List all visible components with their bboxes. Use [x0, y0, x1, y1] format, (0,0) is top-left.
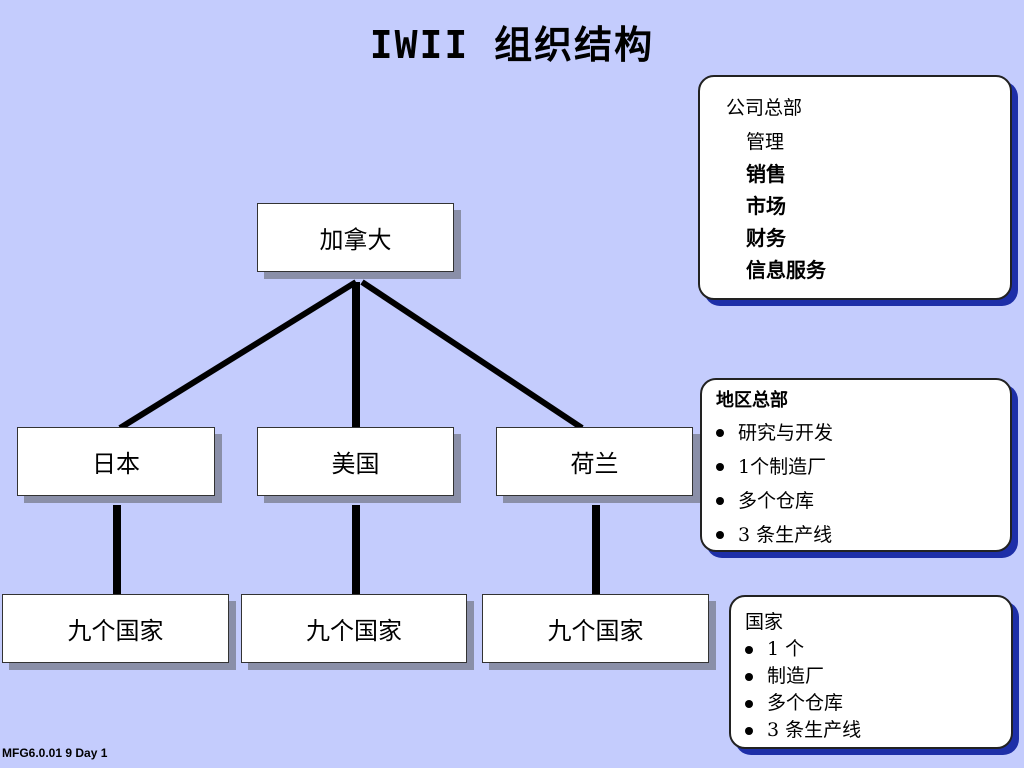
slide-title: IWII 组织结构 — [369, 23, 655, 67]
org-node-label: 九个国家 — [306, 617, 402, 645]
regional-item: 研究与开发 — [716, 416, 1010, 450]
org-node-countries-netherlands: 九个国家 — [482, 594, 709, 663]
org-node-label: 九个国家 — [67, 617, 164, 645]
org-node-root: 加拿大 — [257, 203, 454, 272]
bullet-icon — [716, 531, 724, 539]
regional-item: 3 条生产线 — [716, 518, 1010, 552]
bullet-icon — [716, 429, 724, 437]
org-node-label: 加拿大 — [319, 226, 392, 254]
country-item-label: 3 条生产线 — [767, 719, 862, 741]
bullet-icon — [745, 645, 753, 654]
country-item: 多个仓库 — [745, 690, 1011, 717]
org-node-label: 荷兰 — [570, 450, 619, 478]
connector-root-japan — [118, 279, 358, 431]
country-item: 制造厂 — [745, 663, 1011, 690]
hq-item: 财务 — [746, 226, 786, 250]
hq-panel: 公司总部 管理 销售 市场 财务 信息服务 — [698, 75, 1012, 300]
org-node-usa: 美国 — [257, 427, 454, 496]
country-panel-list: 1 个 制造厂 多个仓库 3 条生产线 — [745, 636, 1011, 744]
hq-panel-list: 管理 销售 市场 财务 信息服务 — [726, 126, 1010, 286]
regional-item: 多个仓库 — [716, 484, 1010, 518]
org-node-label: 日本 — [92, 450, 140, 478]
hq-panel-title: 公司总部 — [726, 97, 803, 119]
hq-item: 市场 — [746, 194, 786, 218]
country-panel-title: 国家 — [745, 611, 784, 633]
bullet-icon — [716, 463, 724, 471]
org-node-japan: 日本 — [17, 427, 215, 496]
hq-item: 信息服务 — [746, 258, 826, 282]
country-panel: 国家 1 个 制造厂 多个仓库 3 条生产线 — [729, 595, 1013, 749]
org-node-netherlands: 荷兰 — [496, 427, 693, 496]
regional-item-label: 3 条生产线 — [738, 524, 833, 546]
country-item-label: 制造厂 — [767, 665, 825, 687]
org-node-countries-usa: 九个国家 — [241, 594, 467, 663]
regional-item-label: 1个制造厂 — [738, 456, 827, 478]
bullet-icon — [716, 497, 724, 505]
country-item: 1 个 — [745, 636, 1011, 663]
slide-footer: MFG6.0.01 9 Day 1 — [2, 746, 108, 760]
regional-panel-title: 地区总部 — [716, 390, 788, 411]
org-node-label: 美国 — [331, 450, 380, 478]
country-item-label: 多个仓库 — [767, 692, 844, 714]
regional-panel: 地区总部 研究与开发 1个制造厂 多个仓库 3 条生产线 — [700, 378, 1012, 552]
bullet-icon — [745, 726, 753, 735]
org-node-countries-japan: 九个国家 — [2, 594, 229, 663]
country-item-label: 1 个 — [767, 638, 805, 660]
regional-item-label: 研究与开发 — [738, 422, 834, 444]
org-node-label: 九个国家 — [547, 617, 644, 645]
bullet-icon — [745, 699, 753, 708]
connector-root-netherlands — [360, 279, 584, 431]
country-item: 3 条生产线 — [745, 717, 1011, 744]
bullet-icon — [745, 672, 753, 681]
regional-panel-list: 研究与开发 1个制造厂 多个仓库 3 条生产线 — [716, 416, 1010, 552]
regional-item-label: 多个仓库 — [738, 490, 815, 512]
regional-item: 1个制造厂 — [716, 450, 1010, 484]
hq-item: 管理 — [746, 131, 785, 153]
hq-item: 销售 — [746, 162, 786, 186]
